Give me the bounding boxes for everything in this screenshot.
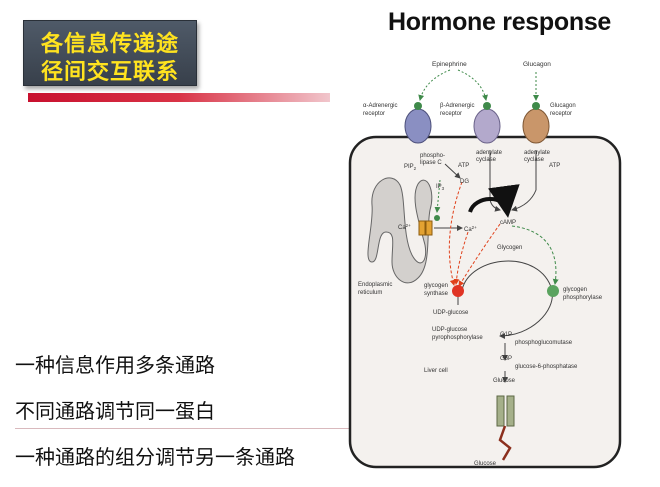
ip3-label: IP3 bbox=[436, 184, 445, 191]
ca-cyt-label: Ca2+ bbox=[464, 225, 477, 233]
glucose-transporter-right bbox=[506, 395, 515, 427]
ugp-label-1: UDP-glucose bbox=[432, 327, 468, 333]
glycogen-cycle bbox=[461, 260, 553, 339]
bullet-item: 不同通路调节同一蛋白 bbox=[15, 399, 215, 423]
glucagon-receptor-label-2: receptor bbox=[550, 111, 572, 117]
camp-to-gs-arrow bbox=[458, 223, 501, 287]
ca-er-label: Ca2+ bbox=[398, 223, 411, 231]
ligand-beta bbox=[483, 102, 491, 110]
title-accent-bar bbox=[28, 93, 330, 102]
hormone-response-diagram: Epinephrine Glucagon α-Adrenergic recept… bbox=[348, 61, 622, 469]
ca-cyt-superscript: 2+ bbox=[472, 225, 478, 230]
ac1-label-1: adenylate bbox=[476, 150, 503, 156]
beta-adrenergic-receptor bbox=[473, 108, 501, 144]
dg-to-gs-arrow bbox=[448, 181, 463, 286]
pip2-label: PIP2 bbox=[404, 164, 417, 171]
pgm-label: phosphoglucomutase bbox=[515, 340, 573, 346]
ca-to-gs-arrow bbox=[453, 231, 469, 285]
ca-er-main: Ca bbox=[398, 225, 406, 231]
ligand-alpha bbox=[414, 102, 422, 110]
ac2-label-2: cyclase bbox=[524, 157, 545, 163]
glucagon-receptor-label-1: Glucagon bbox=[550, 103, 576, 109]
bullet-item: 一种通路的组分调节另一条通路 bbox=[15, 445, 295, 469]
ca-er-superscript: 2+ bbox=[406, 223, 412, 228]
ip3-main: IP bbox=[436, 184, 442, 190]
gs-label-2: synthase bbox=[424, 291, 449, 297]
beta-receptor-label-1: β-Adrenergic bbox=[440, 103, 474, 109]
slide-title-line-1: 各信息传递途 bbox=[40, 31, 179, 57]
pip2-subscript: 2 bbox=[414, 166, 417, 171]
alpha-receptor-label-1: α-Adrenergic bbox=[363, 103, 397, 109]
udp-glucose-label: UDP-glucose bbox=[433, 310, 469, 316]
g6p-label: G6P bbox=[500, 356, 512, 362]
ca-cyt-main: Ca bbox=[464, 227, 472, 233]
ip3-subscript: 3 bbox=[442, 186, 445, 191]
glucagon-label: Glucagon bbox=[523, 61, 551, 68]
ac1-label-2: cyclase bbox=[476, 157, 497, 163]
glucose-out-label: Glucose bbox=[474, 461, 497, 467]
alpha-receptor-label-2: receptor bbox=[363, 111, 385, 117]
camp-to-gp-arrow bbox=[511, 225, 559, 285]
atp-label-2: ATP bbox=[549, 163, 560, 169]
alpha-adrenergic-receptor bbox=[404, 108, 432, 144]
er-label-2: reticulum bbox=[358, 290, 382, 296]
ac2-label-1: adenylate bbox=[524, 150, 551, 156]
g6pase-label: glucose-6-phosphatase bbox=[515, 364, 578, 370]
plc-label-2: lipase C bbox=[420, 160, 442, 166]
ip3-bound-node bbox=[434, 215, 440, 221]
diagram-title: Hormone response bbox=[388, 8, 612, 36]
crosstalk-curved-arrow bbox=[468, 184, 520, 218]
ip3-to-channel-arrow bbox=[434, 179, 441, 213]
glucose-in-label: Glucose bbox=[493, 378, 516, 384]
atp-label-1: ATP bbox=[458, 163, 469, 169]
ugp-label-2: pyrophosphorylase bbox=[432, 335, 483, 341]
gp-label-1: glycogen bbox=[563, 287, 587, 293]
camp-label: cAMP bbox=[500, 220, 516, 226]
plc-label-1: phospho- bbox=[420, 153, 445, 159]
epinephrine-to-alpha-arrow bbox=[418, 69, 451, 101]
dg-label: DG bbox=[460, 179, 469, 185]
bullet-item: 一种信息作用多条通路 bbox=[15, 353, 215, 377]
liver-cell-label: Liver cell bbox=[424, 368, 448, 374]
plc-to-dg-arrow bbox=[444, 163, 461, 179]
glycogen-label: Glycogen bbox=[497, 245, 522, 251]
endoplasmic-reticulum bbox=[367, 177, 433, 284]
gp-label-2: phosphorylase bbox=[563, 295, 603, 301]
beta-receptor-label-2: receptor bbox=[440, 111, 462, 117]
epinephrine-label: Epinephrine bbox=[432, 61, 467, 68]
bullet-divider bbox=[15, 428, 355, 429]
glucose-transporter-left bbox=[496, 395, 505, 427]
ligand-glucagon bbox=[532, 102, 540, 110]
gs-label-1: glycogen bbox=[424, 283, 448, 289]
epinephrine-to-beta-arrow bbox=[457, 69, 488, 101]
er-label-1: Endoplasmic bbox=[358, 282, 392, 288]
ca-channel-right bbox=[425, 220, 433, 236]
bullet-list: 一种信息作用多条通路 不同通路调节同一蛋白 一种通路的组分调节另一条通路 bbox=[15, 349, 295, 487]
glucagon-receptor bbox=[522, 108, 550, 144]
ca-channel-left bbox=[418, 220, 426, 236]
glycogen-synthase-node bbox=[452, 285, 464, 297]
glucose-export-arrow bbox=[498, 425, 512, 461]
slide-title-line-2: 径间交互联系 bbox=[40, 59, 179, 85]
glycogen-phosphorylase-node bbox=[547, 285, 559, 297]
pip2-main: PIP bbox=[404, 164, 414, 170]
g1p-label: G1P bbox=[500, 332, 512, 338]
slide-title-box: 各信息传递途 径间交互联系 bbox=[23, 20, 197, 86]
